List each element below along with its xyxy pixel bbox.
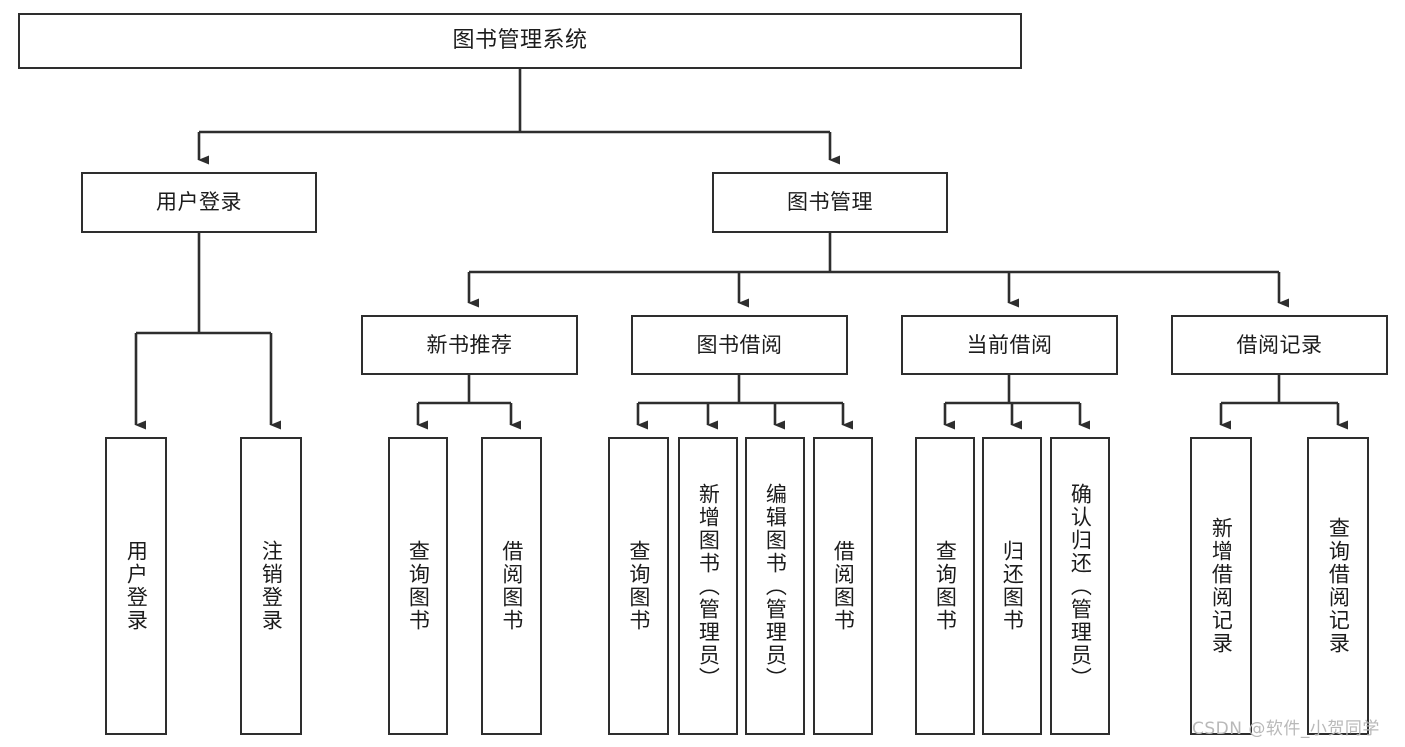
node-leaf-edit-book-admin[interactable]: 编辑图书（管理员） bbox=[745, 437, 805, 735]
node-leaf-query-book-recommend[interactable]: 查询图书 bbox=[388, 437, 448, 735]
csdn-watermark: CSDN @软件_小贺同学 bbox=[1192, 719, 1380, 739]
node-leaf-confirm-return-admin-label: 确认归还（管理员） bbox=[1068, 482, 1093, 690]
node-borrow-record-label: 借阅记录 bbox=[1236, 332, 1323, 357]
node-leaf-query-borrow-record[interactable]: 查询借阅记录 bbox=[1307, 437, 1369, 735]
node-leaf-query-book-recommend-label: 查询图书 bbox=[406, 540, 431, 632]
node-book-borrow[interactable]: 图书借阅 bbox=[631, 315, 848, 375]
node-leaf-return-book-label: 归还图书 bbox=[1000, 540, 1025, 632]
node-root-system-label: 图书管理系统 bbox=[452, 27, 588, 53]
node-leaf-query-book-borrow[interactable]: 查询图书 bbox=[608, 437, 669, 735]
node-leaf-borrow-book-recommend-label: 借阅图书 bbox=[499, 540, 524, 632]
node-book-manage-label: 图书管理 bbox=[787, 190, 873, 215]
node-leaf-borrow-book[interactable]: 借阅图书 bbox=[813, 437, 873, 735]
node-book-borrow-label: 图书借阅 bbox=[696, 332, 783, 357]
node-current-borrow-label: 当前借阅 bbox=[966, 332, 1053, 357]
node-root-system[interactable]: 图书管理系统 bbox=[18, 13, 1022, 69]
node-borrow-record[interactable]: 借阅记录 bbox=[1171, 315, 1388, 375]
node-leaf-logout-login-label: 注销登录 bbox=[259, 540, 284, 632]
node-leaf-edit-book-admin-label: 编辑图书（管理员） bbox=[763, 482, 788, 690]
node-leaf-query-borrow-record-label: 查询借阅记录 bbox=[1326, 517, 1351, 655]
node-leaf-logout-login[interactable]: 注销登录 bbox=[240, 437, 302, 735]
node-leaf-query-book-borrow-label: 查询图书 bbox=[626, 540, 651, 632]
node-leaf-add-book-admin[interactable]: 新增图书（管理员） bbox=[678, 437, 738, 735]
node-leaf-confirm-return-admin[interactable]: 确认归还（管理员） bbox=[1050, 437, 1110, 735]
node-current-borrow[interactable]: 当前借阅 bbox=[901, 315, 1118, 375]
node-leaf-add-borrow-record[interactable]: 新增借阅记录 bbox=[1190, 437, 1252, 735]
node-user-login[interactable]: 用户登录 bbox=[81, 172, 317, 233]
node-leaf-query-book-current-label: 查询图书 bbox=[933, 540, 958, 632]
node-user-login-label: 用户登录 bbox=[156, 190, 242, 215]
node-leaf-user-login-label: 用户登录 bbox=[124, 540, 149, 632]
node-new-book-recommend-label: 新书推荐 bbox=[426, 332, 513, 357]
node-leaf-return-book[interactable]: 归还图书 bbox=[982, 437, 1042, 735]
node-leaf-borrow-book-recommend[interactable]: 借阅图书 bbox=[481, 437, 542, 735]
node-new-book-recommend[interactable]: 新书推荐 bbox=[361, 315, 578, 375]
node-leaf-user-login[interactable]: 用户登录 bbox=[105, 437, 167, 735]
node-leaf-query-book-current[interactable]: 查询图书 bbox=[915, 437, 975, 735]
node-leaf-borrow-book-label: 借阅图书 bbox=[831, 540, 856, 632]
node-book-manage[interactable]: 图书管理 bbox=[712, 172, 948, 233]
node-leaf-add-book-admin-label: 新增图书（管理员） bbox=[696, 482, 721, 690]
node-leaf-add-borrow-record-label: 新增借阅记录 bbox=[1209, 517, 1234, 655]
